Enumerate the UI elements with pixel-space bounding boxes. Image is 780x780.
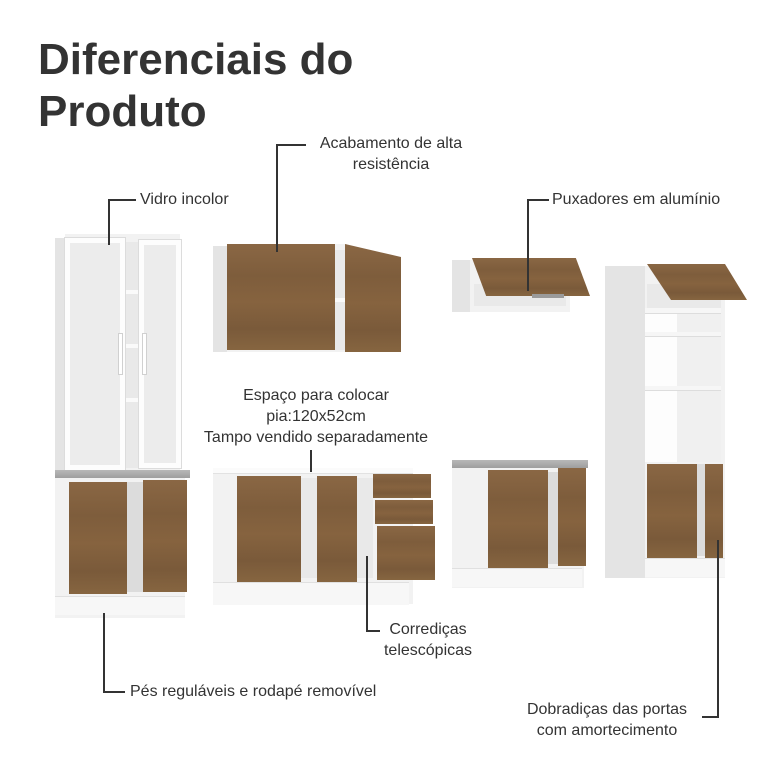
callout-pes-regulaveis: Pés reguláveis e rodapé removível: [130, 683, 377, 700]
callout-line-corredicas-v: [366, 556, 368, 632]
callout-line-espaco-v: [310, 450, 312, 472]
callout-line-acabamento-v: [276, 144, 278, 252]
upper-cabinet-two-doors: [213, 242, 403, 356]
countertop-small: [452, 460, 588, 468]
tower-door-left: [647, 464, 697, 558]
callout-acabamento: Acabamento de alta resistência: [319, 135, 463, 173]
title-line-1: Diferenciais do: [38, 35, 354, 84]
base-cabinet-left: [55, 470, 190, 620]
drawer-top: [373, 474, 431, 498]
oven-tower-cabinet: [605, 264, 750, 579]
drawer-middle: [375, 500, 433, 524]
callout-dobradicas: Dobradiças das portas com amortecimento: [526, 701, 688, 739]
door-right: [143, 480, 187, 592]
callout-line-vidro-h: [108, 199, 136, 201]
callout-line-puxadores-v: [527, 199, 529, 291]
upper-door-right: [345, 244, 401, 352]
glass-cabinet: [55, 234, 185, 474]
small-door-right: [558, 468, 586, 566]
upper-door-left: [227, 244, 335, 350]
door-left: [69, 482, 127, 594]
callout-line-dobradicas-h: [702, 716, 719, 718]
callout-line-vidro-v: [108, 199, 110, 245]
drawer-bottom: [377, 526, 435, 580]
callout-espaco-pia: Espaço para colocar pia:120x52cm Tampo v…: [203, 387, 429, 446]
base-cabinet-gray-top: [452, 460, 592, 590]
sink-base-cabinet: [213, 468, 438, 608]
callout-line-acabamento-h: [276, 144, 306, 146]
sink-door-middle: [317, 476, 357, 582]
callout-vidro-incolor: Vidro incolor: [140, 191, 229, 208]
callout-line-pes-v: [103, 613, 105, 693]
page-title: Diferenciais do Produto: [38, 34, 353, 138]
callout-line-pes-h: [103, 691, 125, 693]
flipup-door: [472, 258, 590, 296]
small-door-left: [488, 470, 548, 568]
callout-line-dobradicas-v: [717, 540, 719, 718]
sink-door-left: [237, 476, 301, 582]
wall-flipup-cabinet: [452, 258, 592, 316]
title-line-2: Produto: [38, 87, 207, 136]
tower-door-right: [705, 464, 723, 558]
glass-door-right: [139, 240, 181, 468]
callout-puxadores: Puxadores em alumínio: [552, 191, 721, 208]
callout-corredicas: Corrediças telescópicas: [383, 621, 473, 659]
glass-door-left: [65, 238, 125, 470]
callout-line-puxadores-h: [527, 199, 549, 201]
countertop: [55, 470, 190, 478]
callout-line-corredicas-h: [366, 630, 380, 632]
